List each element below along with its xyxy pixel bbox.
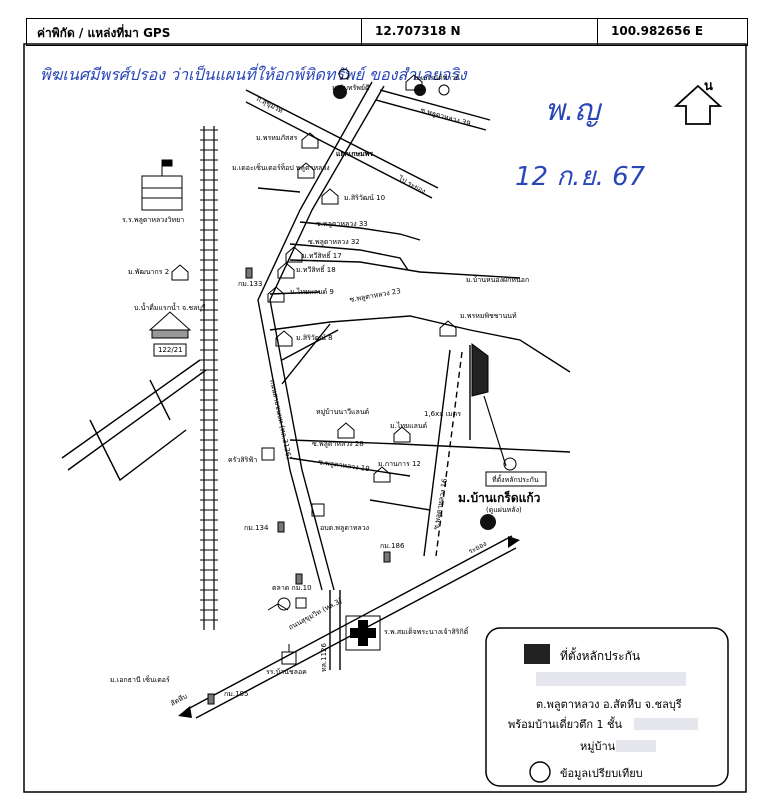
north-label: น <box>704 79 713 94</box>
label-road-top: ถ.สุขุมวิท <box>255 95 284 116</box>
school-building-icon <box>141 159 183 211</box>
north-arrow-icon: น <box>673 79 723 125</box>
label-soi-33: ซ.พลูตาหลวง 33 <box>316 220 368 228</box>
legend-box: ที่ตั้งหลักประกัน ต.พลูตาหลวง อ.สัตหีบ จ… <box>485 627 729 787</box>
label-siriwat: ม.สิริวัฒน์ 10 <box>344 194 385 202</box>
handwritten-date: 12 ก.ย. 67 <box>515 162 646 192</box>
handwritten-initials: พ.ญ <box>545 93 602 128</box>
arrow-left-icon <box>178 706 192 718</box>
label-to-left: ไป ระยอง <box>396 173 427 195</box>
drop-marker-icon <box>333 68 517 530</box>
redaction-bar <box>536 672 686 686</box>
label-phatanakorn: ม.พัฒนากร 2 <box>128 268 169 276</box>
road-network <box>61 81 571 719</box>
market-icon <box>267 597 307 611</box>
label-siriwat8: ม.สิริวัฒน์ 8 <box>296 334 333 342</box>
label-soi-32: ซ.พลูตาหลวง 32 <box>308 238 360 246</box>
label-ban-nong-phak: ม.บ้านหนองผักหนอก <box>466 276 529 284</box>
label-km186: กม.186 <box>380 542 405 550</box>
label-rayong: ระยอง <box>467 540 488 556</box>
redaction-bar <box>616 740 656 752</box>
school-small-icon <box>281 644 297 665</box>
redaction-bar <box>634 718 698 730</box>
legend-compare: ข้อมูลเปรียบเทียบ <box>560 767 643 780</box>
label-village-p: หมู่บ้านนาวีแลนด์ <box>316 408 369 416</box>
label-distance: 1,6xx เมตร <box>424 410 461 418</box>
label-target-sub: (ดูแผ่นหลัง) <box>486 506 522 514</box>
house-icon <box>171 74 457 483</box>
label-target-village: ม.บ้านเกร็ดแก้ว <box>458 490 541 505</box>
temple-icon <box>148 311 192 339</box>
label-plot-122: 122/21 <box>158 346 183 354</box>
label-village-t: ม.ไทยแลนด์ <box>390 421 427 430</box>
label-km185: กม.185 <box>224 690 248 698</box>
label-karn-12: ม.กานการ 12 <box>378 460 421 468</box>
railway-line <box>200 126 218 630</box>
legend-swatch <box>524 644 550 664</box>
label-school-bottom: รร.บ้านชลอค <box>266 668 307 676</box>
landmark-square <box>261 447 275 461</box>
label-target-box: ที่ตั้งหลักประกัน <box>492 473 539 484</box>
gps-header: ค่าพิกัด / แหล่งที่มา GPS 12.707318 N 10… <box>26 18 748 46</box>
target-label-box <box>485 471 547 487</box>
plot-box <box>153 343 187 357</box>
legend-address2: พร้อมบ้านเดี่ยวตึก 1 ชั้น <box>508 716 622 731</box>
label-market: ตลาด กม.10 <box>272 584 312 592</box>
label-km133: กม.133 <box>238 280 262 288</box>
compare-circle-icon <box>529 761 551 783</box>
label-soi-19: ซ.พลูตาหลวง 19 <box>318 458 370 473</box>
label-ekthani: ม.เอกธานี เซ็นเตอร์ <box>110 675 170 684</box>
label-soi-39: ซ.พลูตาหลวง 39 <box>419 106 471 128</box>
label-hospital: ร.พ.สมเด็จพระนางเจ้าสิริกิติ์ <box>384 626 470 636</box>
legend-address1: ต.พลูตาหลวง อ.สัตหีบ จ.ชลบุรี <box>536 698 682 711</box>
label-thai-land: ม.ไทยแลนด์ 9 <box>290 287 334 296</box>
label-wiset-18: ม.ทวีสิทธิ์ 18 <box>296 264 336 274</box>
label-kruasiri: ครัวสิริฟ้า <box>228 456 257 464</box>
label-water-tank: บ.น้ำดื่มแรกน้ำ จ.ชลบุรี <box>134 301 206 312</box>
arrow-right-icon <box>508 536 520 548</box>
handwritten-note: พิฆเนศมีพรศ์ปรอง ว่าเป็นแผนที่ให้อกพ์หิด… <box>40 63 468 84</box>
label-phrommarat: ม.พรหมภัสสร <box>256 134 298 142</box>
label-road-1126: ทล.1126 <box>320 643 328 672</box>
label-village-top1: ม.ทับทรัพย์ดี <box>332 84 370 92</box>
label-wiset-17: ม.ทวีสิทธิ์ 17 <box>302 250 342 260</box>
map-border <box>23 43 747 793</box>
label-soi-28: ซ.พลูตาหลวง 28 <box>312 440 364 448</box>
label-km134: กม.134 <box>244 524 269 532</box>
gps-longitude: 100.982656 E <box>611 24 704 38</box>
label-wat: ม.พรหมพิชชานนท์ <box>460 312 517 320</box>
label-soi-23: ซ.พลูตาหลวง 23 <box>349 287 401 304</box>
label-obt: อบต.พลูตาหลวง <box>320 524 369 532</box>
gps-label: ค่าพิกัด / แหล่งที่มา GPS <box>37 26 171 40</box>
label-village-top2: ม.แกรนด์ทาวน์ <box>414 74 460 82</box>
legend-address3: หมู่บ้าน <box>580 740 616 753</box>
label-sattahip: สัตหีบ <box>169 692 189 707</box>
label-soi-16: ซ.พลูตาหลวง 16 <box>432 477 449 530</box>
legend-collateral: ที่ตั้งหลักประกัน <box>560 647 640 663</box>
label-intersection: แยกเกษมพร <box>336 150 373 158</box>
hospital-cross-icon <box>345 615 381 651</box>
label-dcenter: ม.เดอะเซ็นเตอร์ท็อป พลูตาหลวง <box>232 163 330 172</box>
label-school: ร.ร.พลูตาหลวงวิทยา <box>122 216 184 224</box>
landmark-square <box>311 503 325 517</box>
km-marker-icon <box>207 267 391 705</box>
collateral-parcel <box>471 343 507 467</box>
gps-latitude: 12.707318 N <box>375 24 461 38</box>
